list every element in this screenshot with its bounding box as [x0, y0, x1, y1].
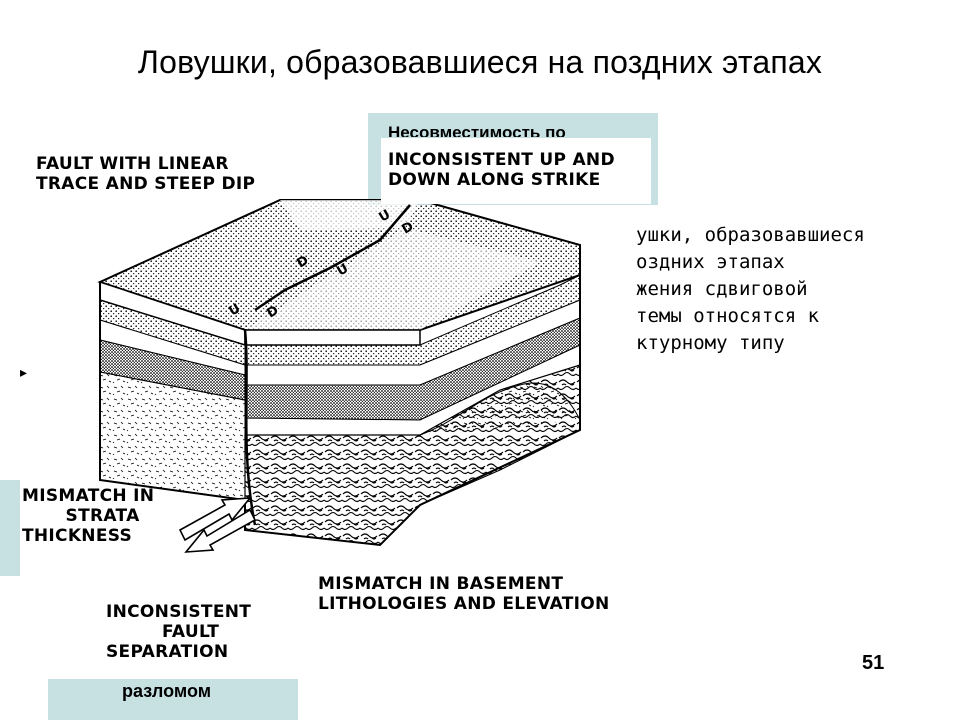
slide-title: Ловушки, образовавшиеся на поздних этапа…	[137, 44, 823, 80]
label-inconsistent-updown: INCONSISTENT UP AND DOWN ALONG STRIKE	[388, 150, 615, 190]
fault-trace-line	[254, 204, 411, 312]
ru-box-bottom: разломом	[48, 679, 298, 720]
side-description-text: ушки, образовавшиеся оздних этапах жения…	[636, 224, 865, 354]
bullet-mark: ▸	[20, 364, 28, 380]
callout-box	[381, 138, 651, 204]
ru-callout-clipped-text: Несовместимость по	[388, 123, 566, 137]
label-inconsistent-fault: INCONSISTENT FAULT SEPARATION	[106, 602, 252, 662]
page-number: 51	[862, 652, 885, 674]
slip-arrows	[178, 497, 257, 553]
ru-bottom-label: разломом	[122, 681, 212, 701]
label-fault-linear: FAULT WITH LINEAR TRACE AND STEEP DIP	[36, 154, 256, 194]
label-mismatch-basement: MISMATCH IN BASEMENT LITHOLOGIES AND ELE…	[318, 574, 610, 614]
ru-box-left-edge	[0, 480, 20, 576]
label-mismatch-strata: MISMATCH IN STRATA THICKNESS	[22, 486, 155, 546]
